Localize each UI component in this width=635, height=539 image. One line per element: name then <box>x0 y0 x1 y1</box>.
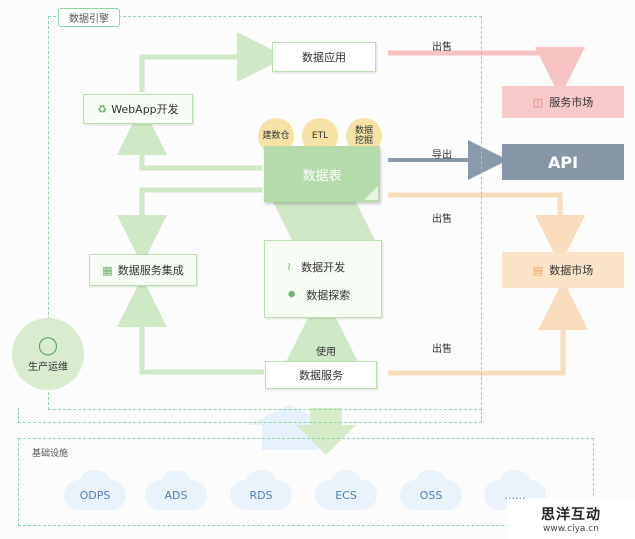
arrow-webapp-to-app <box>139 32 287 92</box>
arrow-sell-service-market <box>388 47 585 97</box>
infra-item[interactable]: OSS <box>400 470 462 510</box>
data-engine-container <box>48 16 482 410</box>
infra-item[interactable]: RDS <box>230 470 292 510</box>
service-market-box[interactable]: ◫ 服务市场 <box>502 86 624 118</box>
use-label: 使用 <box>316 347 336 358</box>
data-explore-label: 数据探索 <box>306 288 351 302</box>
infra-item-label: ODPS <box>79 488 111 502</box>
webapp-label: WebApp开发 <box>111 103 179 116</box>
data-service-integration-label: 数据服务集成 <box>117 264 184 277</box>
data-explore-row[interactable]: ✹ 数据探索 <box>287 287 350 303</box>
puzzle-icon: ♻ <box>97 102 108 116</box>
bezier-icon: ≀ <box>287 260 292 273</box>
webapp-box[interactable]: ♻ WebApp开发 <box>83 94 193 124</box>
ops-label: 生产运维 <box>28 361 68 373</box>
api-label: API <box>547 152 579 172</box>
watermark-url: www.ciya.cn <box>543 523 599 534</box>
infra-item-label: ...... <box>504 488 526 502</box>
arrow-table-to-integration <box>117 187 262 265</box>
arrow-sell-data-market-1 <box>388 192 585 265</box>
data-service-box[interactable]: 数据服务 <box>265 361 377 389</box>
infra-item[interactable]: ADS <box>145 470 207 510</box>
data-engine-title: 数据引擎 <box>58 8 120 27</box>
service-market-label: 服务市场 <box>549 96 594 109</box>
arrow-infra-down <box>296 408 356 455</box>
ops-circle[interactable]: ◯ 生产运维 <box>12 318 84 390</box>
arrow-table-to-webapp <box>117 105 262 171</box>
dev-explore-box[interactable]: ≀ 数据开发 ✹ 数据探索 <box>264 240 382 318</box>
data-service-integration-box[interactable]: ▦ 数据服务集成 <box>89 254 197 286</box>
watermark-brand: 思洋互动 <box>541 506 601 523</box>
arrow-sell-data-market-2 <box>388 280 588 376</box>
infra-item[interactable]: ECS <box>315 470 377 510</box>
compass-icon: ✹ <box>287 288 297 301</box>
infra-item[interactable]: ODPS <box>64 470 126 510</box>
sell-label-3: 出售 <box>432 344 452 355</box>
infra-item-label: RDS <box>249 488 273 502</box>
basket-icon: ▤ <box>532 263 544 277</box>
infra-container <box>18 438 594 526</box>
user-icon: ◯ <box>37 334 59 356</box>
data-table-box[interactable]: 数据表 <box>264 146 380 202</box>
data-engine-container-lower <box>18 408 482 423</box>
database-icon: ◫ <box>532 95 544 109</box>
data-service-label: 数据服务 <box>299 369 343 382</box>
watermark: 思洋互动 www.ciya.cn <box>507 498 635 539</box>
bar-chart-icon: ▦ <box>102 263 113 277</box>
data-dev-row[interactable]: ≀ 数据开发 <box>287 259 345 275</box>
sell-label-1: 出售 <box>432 42 452 53</box>
data-app-box[interactable]: 数据应用 <box>272 42 376 72</box>
api-box[interactable]: API <box>502 144 624 180</box>
data-table-label: 数据表 <box>302 168 342 184</box>
data-market-label: 数据市场 <box>549 264 594 277</box>
data-dev-label: 数据开发 <box>301 260 346 274</box>
arrow-service-to-integration <box>117 277 264 375</box>
infra-title: 基础设施 <box>32 449 69 459</box>
data-market-box[interactable]: ▤ 数据市场 <box>502 252 624 288</box>
page-curl-icon <box>364 186 378 200</box>
infra-item-label: ADS <box>164 488 188 502</box>
export-label: 导出 <box>432 150 452 161</box>
infra-item-label: ECS <box>335 488 357 502</box>
sell-label-2: 出售 <box>432 214 452 225</box>
infra-item-label: OSS <box>419 488 443 502</box>
data-app-label: 数据应用 <box>302 51 346 64</box>
